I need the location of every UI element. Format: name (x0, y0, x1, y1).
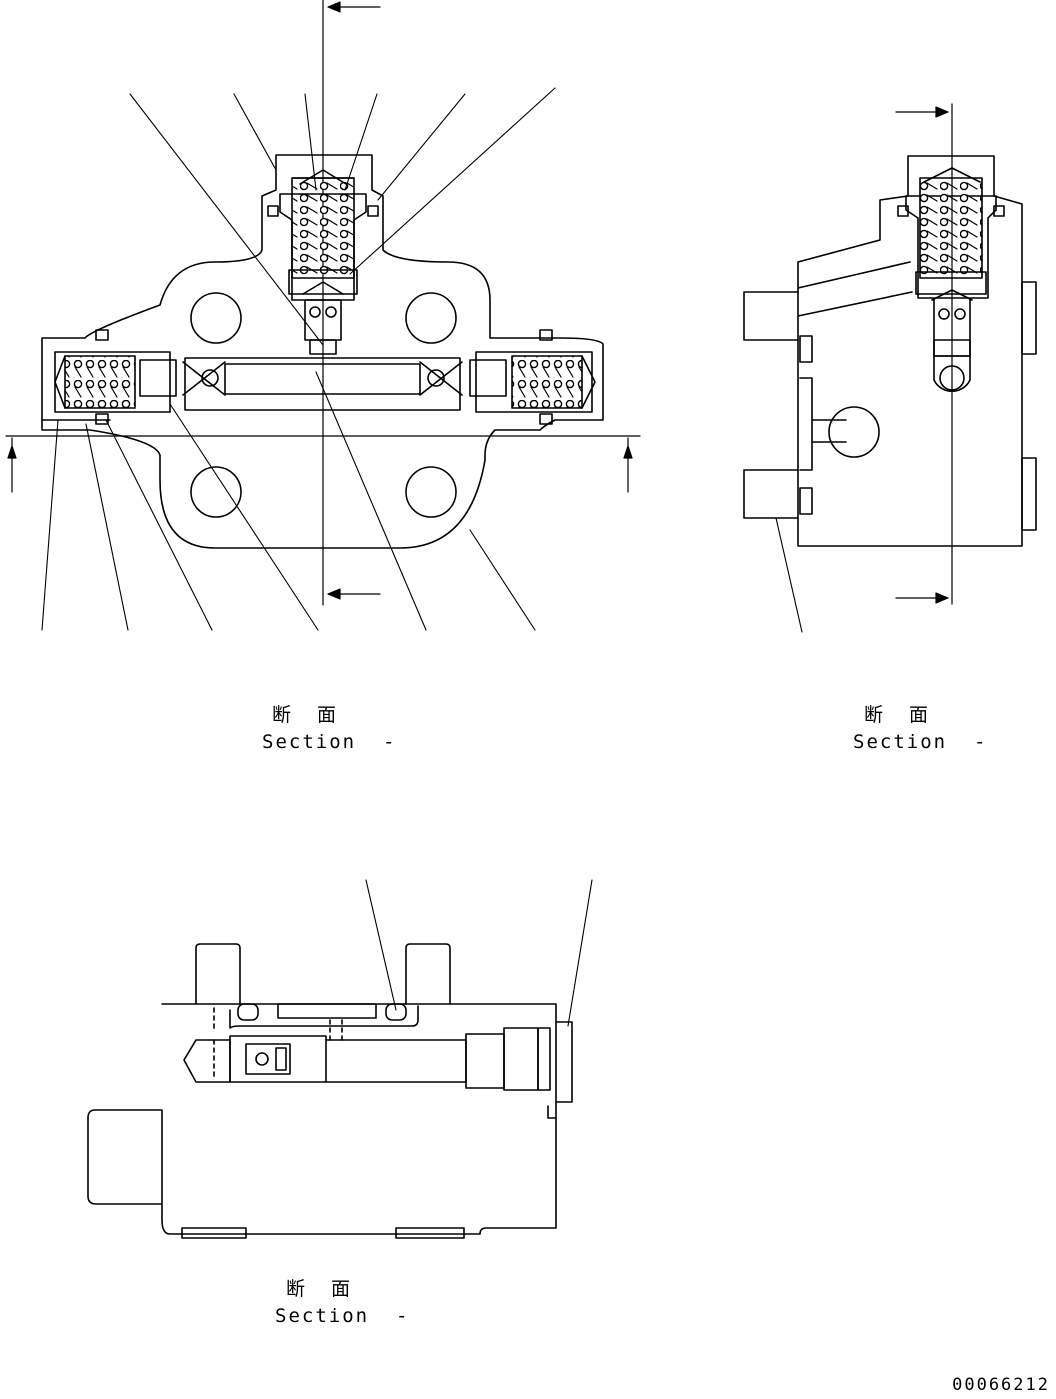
section-label-en-2: Section - (853, 731, 988, 753)
side-section-view (743, 103, 1037, 633)
drawing-number: 00066212 (952, 1375, 1050, 1395)
main-section-view (5, 0, 641, 631)
section-label-jp-1: 断 面 (272, 704, 347, 726)
section-label-jp-3: 断 面 (286, 1278, 361, 1300)
section-label-jp-2: 断 面 (864, 704, 939, 726)
bottom-section-view (87, 879, 593, 1239)
section-label-en-3: Section - (275, 1305, 410, 1327)
section-label-en-1: Section - (262, 731, 397, 753)
